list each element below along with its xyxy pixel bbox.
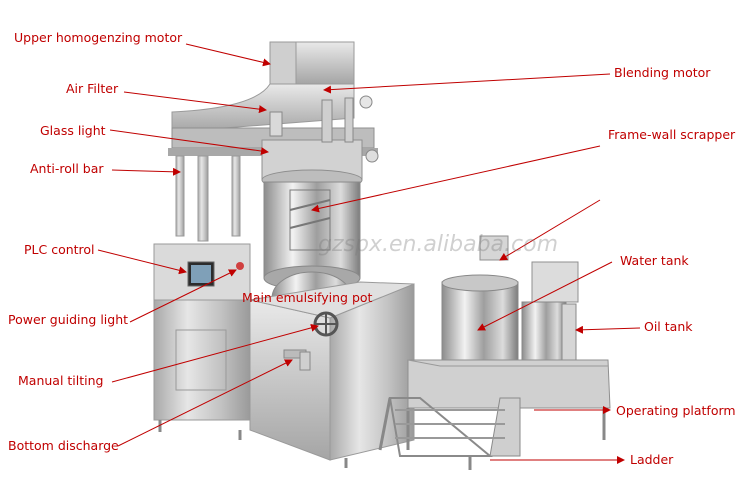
label-main-emulsifying-pot: Main emulsifying pot [242, 290, 373, 305]
support-columns [175, 155, 241, 242]
label-ladder: Ladder [630, 452, 674, 467]
label-bottom-discharge: Bottom discharge [8, 438, 119, 453]
label-operating-platform: Operating platform [616, 403, 736, 418]
watermark: gzspx.en.alibaba.com [318, 232, 559, 257]
label-water-tank: Water tank [620, 253, 689, 268]
label-upper-homogenizing-motor: Upper homogenzing motor [14, 30, 183, 45]
label-anti-roll-bar: Anti-roll bar [30, 161, 104, 176]
label-power-guiding-light: Power guiding light [8, 312, 129, 327]
label-oil-tank: Oil tank [644, 319, 693, 334]
label-plc-control: PLC control [24, 242, 95, 257]
label-frame-wall-scrapper: Frame-wall scrapper [608, 127, 736, 142]
ladder [378, 397, 521, 470]
operating-platform [406, 359, 611, 450]
label-glass-light: Glass light [40, 123, 106, 138]
control-cabinet [153, 243, 251, 421]
label-air-filter: Air Filter [66, 81, 119, 96]
label-manual-tilting: Manual tilting [18, 373, 104, 388]
label-blending-motor: Blending motor [614, 65, 711, 80]
callout-arrows [97, 43, 641, 464]
